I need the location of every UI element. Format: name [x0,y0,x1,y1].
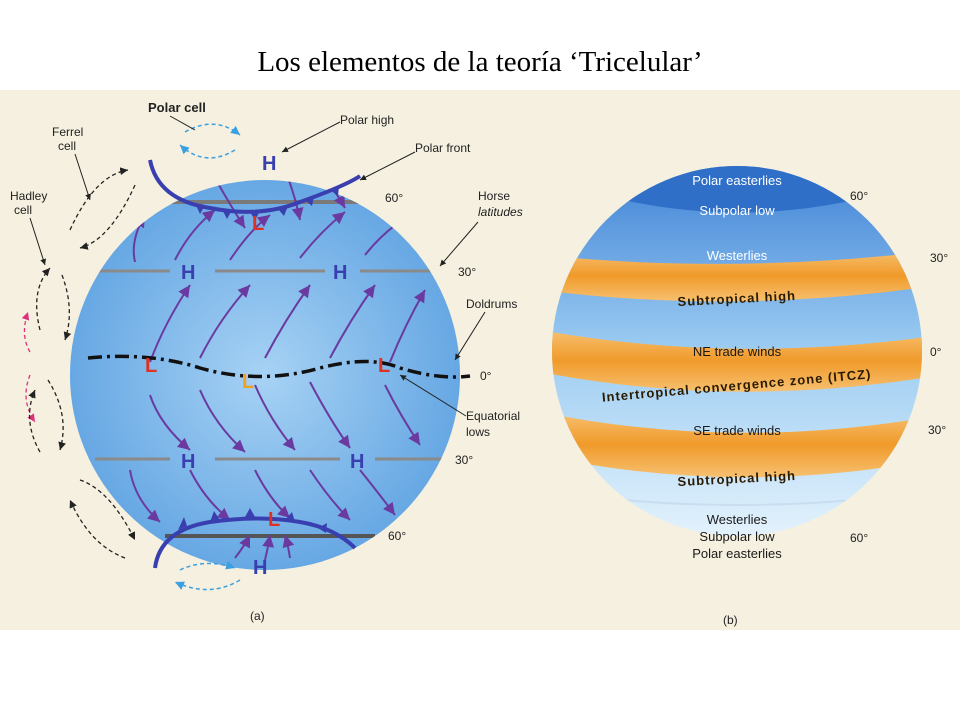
leader-doldrums [454,311,486,361]
label-a-lat-n60: 60° [385,191,403,205]
label-horse-2: latitudes [478,205,523,219]
caption-b: (b) [723,613,738,627]
pressure-high-30n-left: H [181,262,195,284]
label-polar-high: Polar high [340,113,394,127]
band-label-westerlies-north: Westerlies [707,248,768,263]
leader-equatorial [399,374,467,417]
label-a-lat-eq: 0° [480,369,492,383]
band-label-subtropical-high-north: Subtropical high [677,288,796,309]
pressure-low-polar-south: L [268,509,280,531]
label-ferrel-1: Ferrel [52,125,83,139]
front-triangles-south [178,508,327,533]
band-subtropical-high-south [552,412,922,478]
label-b-lat-s60: 60° [850,531,868,545]
label-hadley-2: cell [14,203,32,217]
band-label-polar-easterlies-south: Polar easterlies [692,546,782,561]
band-itcz [552,330,922,392]
polar-cap-north [552,166,922,213]
band-label-subpolar-low-south: Subpolar low [699,529,775,544]
label-polar-cell: Polar cell [148,100,206,115]
band-subtropical-high-north [552,250,922,302]
label-equatorial-1: Equatorial [466,409,520,423]
band-label-subpolar-low-north: Subpolar low [699,203,775,218]
polar-cell-north [179,123,241,159]
wind-arrows-south [129,381,421,561]
ferrel-cell-north [69,167,136,250]
pressure-low-eq-left: L [145,355,157,377]
label-b-lat-n30: 30° [930,251,948,265]
pressure-high-30s-left: H [181,451,195,473]
leader-polar-high [281,121,341,153]
hadley-cell-north [21,267,72,353]
pressure-low-eq-right: L [378,355,390,377]
front-triangles-north [195,186,339,220]
pressure-low-polar-north: L [252,213,264,235]
band-label-se-trade-winds: SE trade winds [693,423,781,438]
globe-a-body [70,180,460,570]
leader-horse [439,221,479,267]
leader-hadley [29,217,47,266]
figure-panel: H L H H L L L H H L H Polar cell Ferrel [0,90,960,630]
tricellular-diagram: H L H H L L L H H L H Polar cell Ferrel [10,100,948,627]
polar-front-south [153,516,357,569]
label-horse-1: Horse [478,189,510,203]
leader-ferrel [74,153,91,201]
doldrums-line [87,354,471,379]
label-equatorial-2: lows [466,425,490,439]
caption-a: (a) [250,609,265,623]
label-a-lat-s60: 60° [388,529,406,543]
pressure-high-polar-south: H [253,557,267,579]
ferrel-cell-south [69,479,136,559]
band-label-subtropical-high-south: Subtropical high [677,468,796,489]
label-a-lat-n30: 30° [458,265,476,279]
label-b-lat-s30: 30° [928,423,946,437]
polar-cell-south [174,560,241,591]
label-ferrel-2: cell [58,139,76,153]
globe-a: H L H H L L L H H L H [70,153,471,579]
pressure-high-30n-right: H [333,262,347,284]
leader-polar-cell [169,115,196,131]
pressure-high-30s-right: H [350,451,364,473]
slide-title: Los elementos de la teoría ‘Tricelular’ [257,46,703,78]
label-polar-front: Polar front [415,141,471,155]
globe-b: Polar easterlies Subpolar low Westerlies… [552,166,922,561]
hadley-cell-south [25,374,66,453]
label-a-lat-s30: 30° [455,453,473,467]
label-b-lat-eq: 0° [930,345,942,359]
pressure-low-eq-mid: L [242,371,254,393]
band-label-polar-easterlies-north: Polar easterlies [692,173,782,188]
label-doldrums: Doldrums [466,297,517,311]
pressure-high-polar-north: H [262,153,276,175]
label-b-lat-n60: 60° [850,189,868,203]
band-label-westerlies-south: Westerlies [707,512,768,527]
band-label-ne-trade-winds: NE trade winds [693,344,782,359]
label-hadley-1: Hadley [10,189,47,203]
leader-polar-front [359,151,416,181]
